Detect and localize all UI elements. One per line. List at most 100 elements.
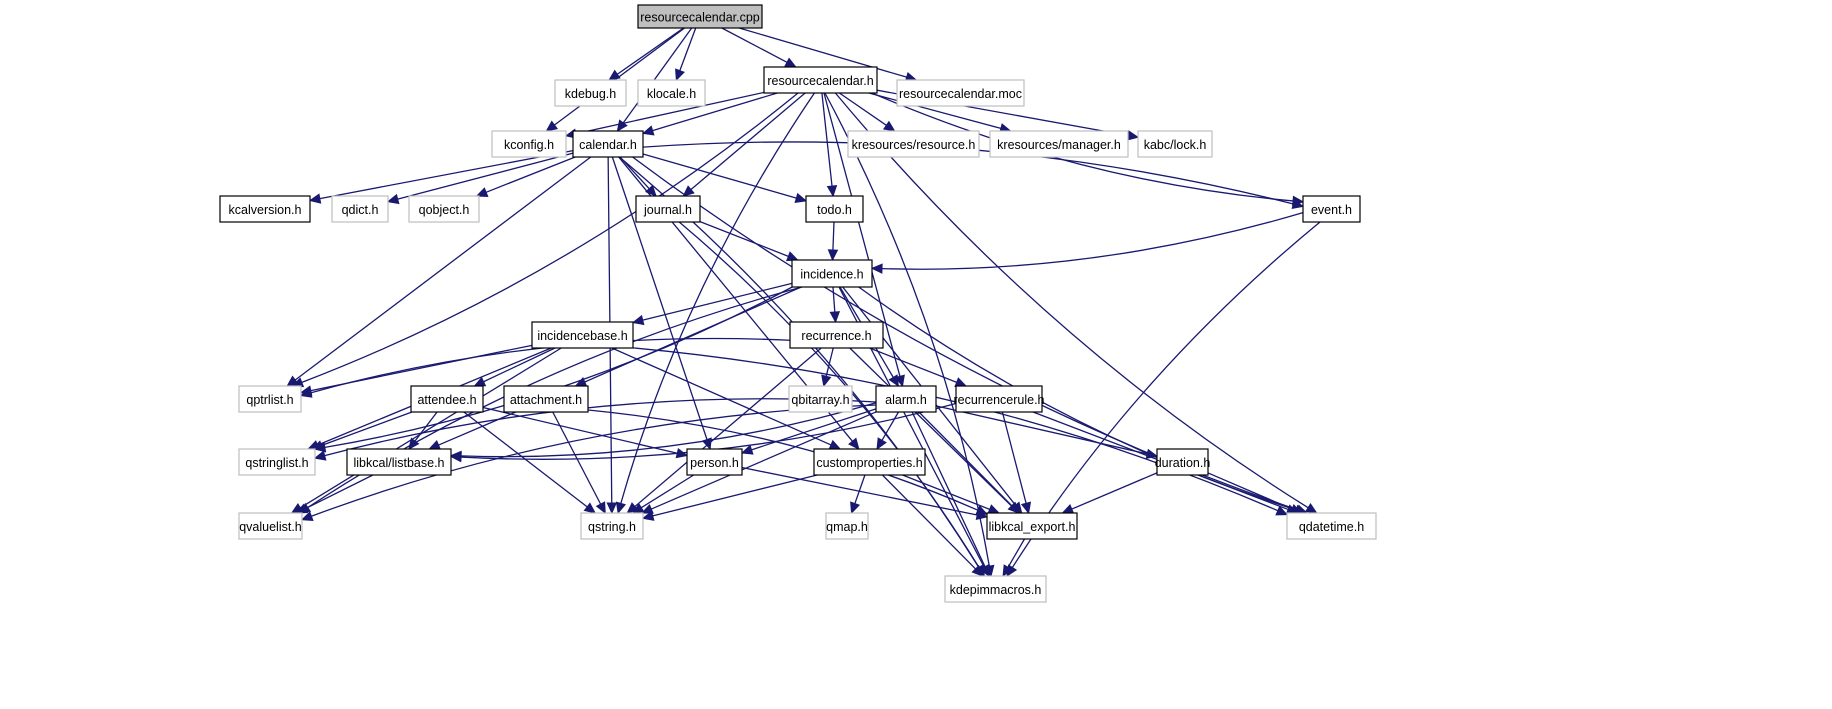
arrowhead-icon	[615, 501, 627, 515]
node-label: qstring.h	[588, 520, 636, 534]
node-label: incidence.h	[800, 268, 863, 282]
arrowhead-icon	[888, 374, 899, 388]
node-label: todo.h	[817, 203, 852, 217]
node-todo-h[interactable]: todo.h	[805, 195, 864, 223]
node-kabc-lock-h: kabc/lock.h	[1137, 130, 1213, 158]
edge-resourcecalendar_cpp-to-resourcecalendar_h	[721, 27, 788, 63]
node-label: alarm.h	[885, 393, 927, 407]
node-qdict-h: qdict.h	[331, 195, 389, 223]
edge-attendee_h-to-person_h	[482, 406, 678, 454]
node-incidence-h[interactable]: incidence.h	[791, 259, 873, 288]
node-label: klocale.h	[647, 87, 696, 101]
node-label: calendar.h	[579, 138, 637, 152]
arrowhead-icon	[876, 437, 887, 451]
node-resourcecalendar-moc: resourcecalendar.moc	[896, 79, 1025, 107]
node-kcalversion-h[interactable]: kcalversion.h	[219, 195, 311, 223]
node-person-h[interactable]: person.h	[686, 448, 743, 476]
arrowhead-icon	[595, 501, 606, 515]
node-box	[408, 195, 480, 223]
edge-duration_h-to-libkcal_export_h	[1071, 472, 1158, 510]
node-box	[847, 130, 980, 158]
edge-attendee_h-to-qstringlist_h	[321, 411, 413, 447]
edge-alarm_h-to-libkcal_export_h	[918, 411, 1013, 507]
node-label: resourcecalendar.cpp	[640, 11, 760, 25]
node-duration-h[interactable]: duration.h	[1155, 448, 1211, 476]
node-box	[989, 130, 1129, 158]
node-box	[763, 66, 878, 94]
node-event-h[interactable]: event.h	[1302, 195, 1361, 223]
node-attendee-h[interactable]: attendee.h	[410, 385, 484, 413]
node-resourcecalendar-cpp[interactable]: resourcecalendar.cpp	[637, 4, 763, 29]
node-label: kcalversion.h	[229, 203, 302, 217]
node-listbase-h[interactable]: libkcal/listbase.h	[346, 448, 452, 476]
edge-calendar_h-to-kcalversion_h	[319, 149, 574, 200]
node-kconfig-h: kconfig.h	[491, 130, 567, 158]
node-resourcecalendar-h[interactable]: resourcecalendar.h	[763, 66, 878, 94]
arrowhead-icon	[794, 192, 808, 203]
node-label: qbitarray.h	[791, 393, 849, 407]
node-recurrencerule-h[interactable]: recurrencerule.h	[953, 385, 1045, 413]
edge-attendee_h-to-qstring_h	[463, 411, 588, 508]
edge-attachment_h-to-listbase_h	[438, 411, 516, 446]
node-alarm-h[interactable]: alarm.h	[875, 385, 937, 413]
node-label: attendee.h	[417, 393, 476, 407]
node-calendar-h[interactable]: calendar.h	[572, 130, 644, 158]
arrowhead-icon	[286, 375, 299, 387]
node-box	[813, 448, 926, 476]
arrowhead-icon	[631, 502, 645, 514]
node-recurrence-h[interactable]: recurrence.h	[789, 321, 884, 349]
node-box	[788, 385, 853, 413]
arrowhead-icon	[850, 501, 861, 515]
node-label: journal.h	[643, 203, 692, 217]
arrowhead-icon	[882, 120, 896, 132]
edge-person_h-to-qstring_h	[640, 474, 695, 509]
node-box	[637, 4, 763, 29]
node-journal-h[interactable]: journal.h	[635, 195, 701, 223]
node-incidencebase-h[interactable]: incidencebase.h	[531, 321, 634, 349]
node-label: qvaluelist.h	[239, 520, 302, 534]
node-box	[238, 385, 302, 413]
node-box	[896, 79, 1025, 107]
node-box	[491, 130, 567, 158]
edge-event_h-to-incidence_h	[881, 212, 1304, 270]
arrowhead-icon	[631, 314, 645, 326]
edge-incidence_h-to-recurrence_h	[832, 286, 836, 313]
node-label: qdict.h	[342, 203, 379, 217]
node-qdatetime-h: qdatetime.h	[1286, 512, 1377, 540]
node-qstring-h: qstring.h	[580, 512, 644, 540]
edge-attendee_h-to-listbase_h	[414, 411, 438, 442]
arrowhead-icon	[785, 251, 799, 262]
edge-recurrence_h-to-libkcal_export_h	[849, 347, 1012, 507]
arrowhead-icon	[1020, 501, 1032, 515]
node-libkcal-export-h[interactable]: libkcal_export.h	[986, 512, 1078, 540]
node-box	[791, 259, 873, 288]
edge-resourcecalendar_h-to-calendar_h	[652, 92, 778, 132]
edge-alarm_h-to-listbase_h	[460, 402, 877, 458]
edge-recurrence_h-to-qbitarray_h	[825, 347, 834, 377]
arrowhead-icon	[784, 57, 797, 68]
arrowhead-icon	[980, 564, 990, 578]
edge-resourcecalendar_h-to-todo_h	[821, 92, 833, 187]
edge-customproperties_h-to-libkcal_export_h	[902, 474, 990, 510]
node-box	[955, 385, 1043, 413]
arrowhead-icon	[1304, 502, 1318, 514]
node-customproperties-h[interactable]: customproperties.h	[813, 448, 926, 476]
edge-person_h-to-libkcal_export_h	[741, 466, 978, 516]
arrowhead-icon	[616, 119, 628, 132]
edge-customproperties_h-to-qmap_h	[854, 474, 866, 504]
node-box	[944, 575, 1047, 603]
node-box	[686, 448, 743, 476]
edge-todo_h-to-incidence_h	[832, 221, 835, 251]
arrowhead-icon	[971, 564, 984, 577]
arrowhead-icon	[640, 503, 654, 514]
edge-resourcecalendar_cpp-to-resourcecalendar_moc	[738, 27, 907, 78]
node-box	[637, 79, 706, 107]
arrowhead-icon	[1126, 130, 1140, 141]
node-box	[238, 512, 303, 540]
node-box	[554, 79, 627, 107]
node-attachment-h[interactable]: attachment.h	[503, 385, 589, 413]
edge-recurrence_h-to-qstring_h	[634, 347, 822, 508]
edge-resourcecalendar_cpp-to-kdebug_h	[616, 27, 684, 75]
edge-resourcecalendar_h-to-kresources_manager_h	[868, 92, 1002, 130]
edge-resourcecalendar_h-to-event_h	[871, 92, 1294, 202]
